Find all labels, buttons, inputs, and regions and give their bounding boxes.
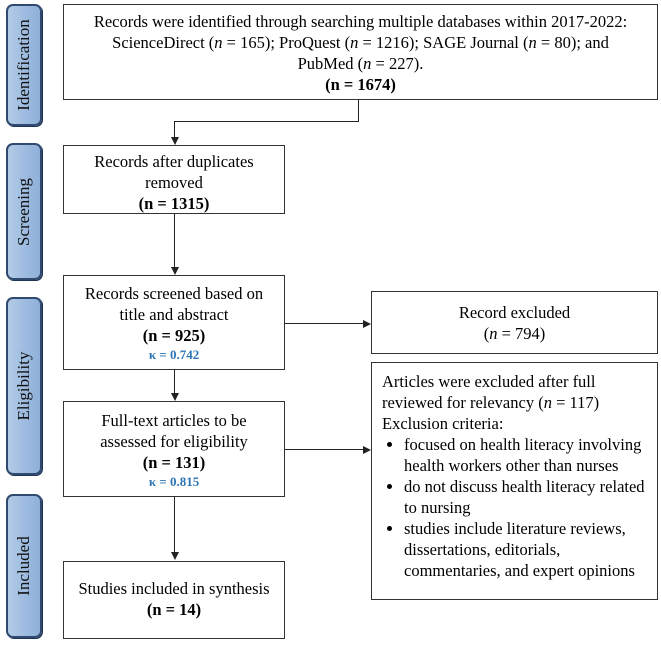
stage-identification-label: Identification [14,19,33,111]
arrow-to-exclusion [363,446,371,454]
screened-kappa: κ = 0.742 [148,347,200,362]
screened-box: Records screened based on title and abst… [63,275,285,370]
stage-screening: Screening [6,143,42,280]
connector-id-horizontal [174,121,359,122]
excluded-box: Record excluded (n = 794) [371,291,658,354]
connector-fulltext-down [174,497,175,552]
exclusion-criteria-list: focused on health literacy involving hea… [382,434,647,581]
exclusion-criteria-title: Exclusion criteria: [382,414,504,433]
connector-fulltext-right [285,449,363,450]
connector-screened-right [285,323,363,324]
fulltext-count: (n = 131) [142,453,206,472]
identification-text-line2: ScienceDirect (n = 165); ProQuest (n = 1… [112,33,609,52]
duplicates-box: Records after duplicates removed (n = 13… [63,145,285,214]
duplicates-count: (n = 1315) [138,194,210,213]
arrow-to-screened [171,267,179,275]
stage-included-label: Included [14,536,33,596]
arrow-to-included [171,552,179,560]
arrow-to-excluded [363,320,371,328]
exclusion-criteria-box: Articles were excluded after full review… [371,362,658,600]
connector-id-down [174,121,175,137]
stage-screening-label: Screening [14,177,33,246]
stage-eligibility: Eligibility [6,297,42,475]
included-count: (n = 14) [146,600,202,619]
duplicates-text: Records after duplicates removed [94,152,254,192]
fulltext-kappa: κ = 0.815 [148,474,200,489]
stage-included: Included [6,494,42,638]
identification-box: Records were identified through searchin… [63,4,658,100]
identification-text-line1: Records were identified through searchin… [93,12,628,31]
stage-identification: Identification [6,4,42,126]
fulltext-box: Full-text articles to be assessed for el… [63,401,285,497]
exclusion-criterion: do not discuss health literacy related t… [404,476,647,518]
exclusion-intro: Articles were excluded after full review… [382,372,600,412]
exclusion-criterion: studies include literature reviews, diss… [404,518,647,581]
screened-count: (n = 925) [142,326,206,345]
included-box: Studies included in synthesis (n = 14) [63,561,285,639]
fulltext-text: Full-text articles to be assessed for el… [100,411,248,451]
arrow-to-fulltext [171,393,179,401]
connector-dup-down [174,214,175,267]
included-text: Studies included in synthesis [78,579,270,598]
arrow-to-duplicates [171,137,179,145]
stage-eligibility-label: Eligibility [14,351,33,421]
screened-text: Records screened based on title and abst… [84,284,264,324]
exclusion-criterion: focused on health literacy involving hea… [404,434,647,476]
excluded-count: (n = 794) [483,324,546,343]
connector-id-vertical [358,100,359,121]
excluded-text: Record excluded [458,303,571,322]
connector-screened-down [174,370,175,393]
identification-total: (n = 1674) [325,75,396,94]
identification-text-line3: PubMed (n = 227). [297,54,424,73]
